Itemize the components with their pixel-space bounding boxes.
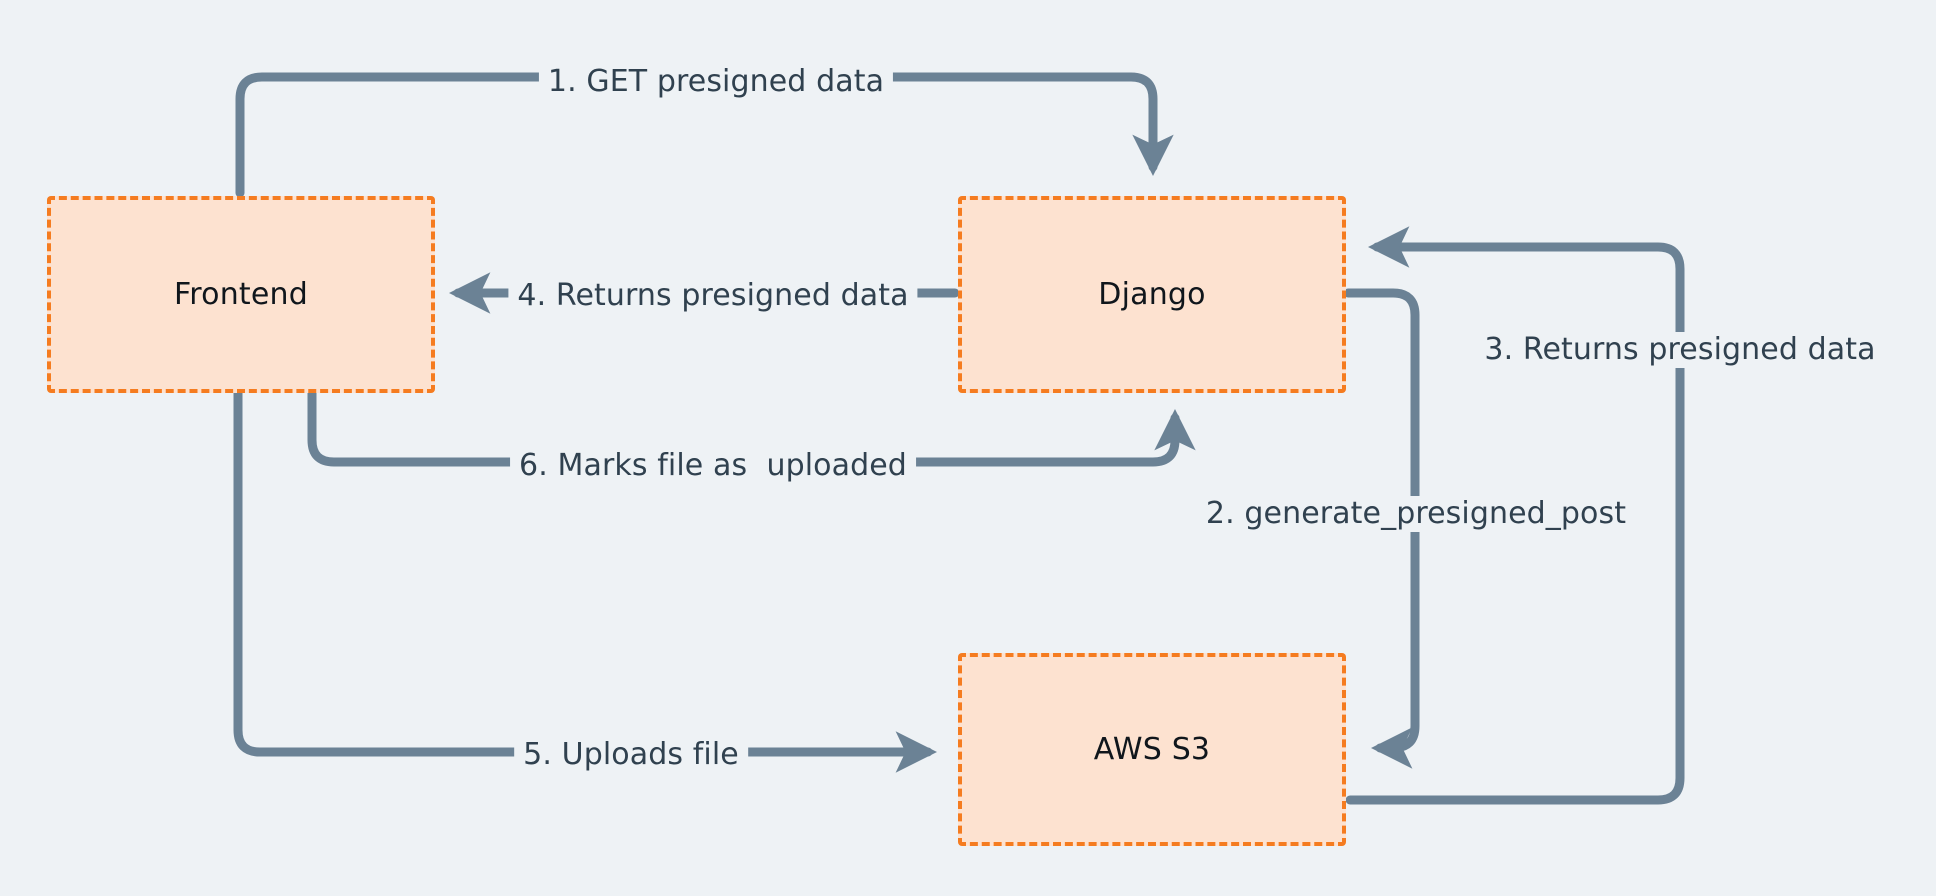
- node-frontend[interactable]: Frontend: [47, 196, 435, 393]
- edge-6-label: 6. Marks file as uploaded: [510, 448, 916, 484]
- edge-5-path: [233, 388, 938, 773]
- edge-5-label: 5. Uploads file: [514, 737, 748, 773]
- edge-2-label: 2. generate_presigned_post: [1196, 496, 1636, 532]
- node-frontend-label: Frontend: [174, 277, 308, 312]
- edge-1-label: 1. GET presigned data: [538, 64, 894, 100]
- edge-3-path: [1345, 226, 1685, 805]
- node-django-label: Django: [1098, 277, 1206, 312]
- node-django[interactable]: Django: [958, 196, 1346, 393]
- node-aws-s3-label: AWS S3: [1093, 732, 1211, 767]
- edge-3-label: 3. Returns presigned data: [1475, 332, 1885, 368]
- node-aws-s3[interactable]: AWS S3: [958, 653, 1346, 846]
- edge-4-label: 4. Returns presigned data: [508, 278, 918, 314]
